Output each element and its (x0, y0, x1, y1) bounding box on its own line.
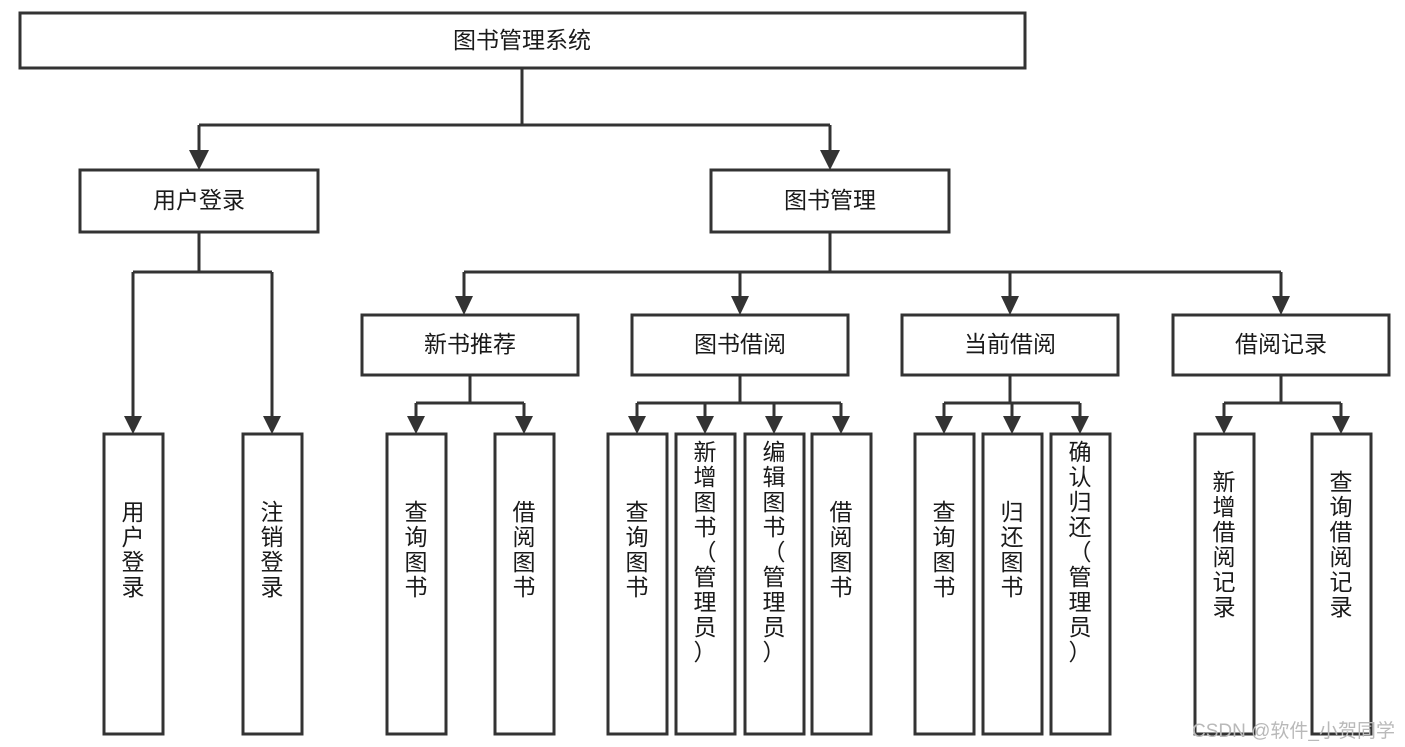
leaf-query-book-2[interactable]: 查询图书 (606, 432, 669, 736)
node-book-borrow[interactable]: 图书借阅 (630, 313, 850, 377)
leaf-user-logout[interactable]: 注销登录 (241, 432, 304, 736)
leaf-return-book[interactable]: 归还图书 (981, 432, 1044, 736)
arrowhead-leaf-borrow-book-2 (832, 416, 850, 434)
node-user-login[interactable]: 用户登录 (78, 168, 320, 234)
node-borrow-record[interactable]: 借阅记录 (1171, 313, 1391, 377)
leaf-query-book-3-label: 查询图书 (933, 499, 956, 600)
arrowhead-leaf-edit-book (765, 416, 783, 434)
node-new-book-recommend-label: 新书推荐 (424, 331, 516, 357)
node-borrow-record-label: 借阅记录 (1235, 331, 1327, 357)
leaf-user-login-label: 用户登录 (122, 499, 145, 600)
leaf-add-book[interactable]: 新增图书（管理员） (674, 432, 737, 736)
node-book-manage-label: 图书管理 (784, 187, 876, 213)
arrowhead-user-login (189, 150, 209, 170)
leaf-query-record-label: 查询借阅记录 (1330, 469, 1353, 620)
arrowhead-new-book-recommend (455, 296, 473, 315)
leaf-borrow-book-2[interactable]: 借阅图书 (810, 432, 873, 736)
node-user-login-box[interactable] (78, 168, 320, 234)
leaf-borrow-book-1[interactable]: 借阅图书 (493, 432, 556, 736)
leaf-add-record-box[interactable] (1193, 432, 1256, 736)
leaf-query-book-3-box[interactable] (913, 432, 976, 736)
leaf-query-book-2-label: 查询图书 (626, 499, 649, 600)
arrowhead-borrow-record (1272, 296, 1290, 315)
leaf-borrow-book-2-box[interactable] (810, 432, 873, 736)
node-current-borrow-box[interactable] (900, 313, 1120, 377)
leaf-query-book-3[interactable]: 查询图书 (913, 432, 976, 736)
node-book-manage-box[interactable] (709, 168, 951, 234)
leaf-add-book-box[interactable] (674, 432, 737, 736)
leaf-query-book-2-box[interactable] (606, 432, 669, 736)
node-current-borrow[interactable]: 当前借阅 (900, 313, 1120, 377)
leaf-user-logout-box[interactable] (241, 432, 304, 736)
arrowhead-book-borrow (731, 296, 749, 315)
node-book-borrow-label: 图书借阅 (694, 331, 786, 357)
edge-layer (124, 68, 1350, 434)
leaf-borrow-book-1-box[interactable] (493, 432, 556, 736)
leaf-borrow-book-2-label: 借阅图书 (830, 499, 853, 600)
csdn-watermark: CSDN @软件_小贺同学 (1192, 720, 1395, 742)
leaf-add-record-label: 新增借阅记录 (1213, 469, 1236, 620)
node-new-book-recommend[interactable]: 新书推荐 (360, 313, 580, 377)
leaf-query-book-1-box[interactable] (385, 432, 448, 736)
leaf-add-record[interactable]: 新增借阅记录 (1193, 432, 1256, 736)
node-root[interactable]: 图书管理系统 (18, 11, 1027, 70)
arrowhead-leaf-user-login (124, 416, 142, 434)
arrowhead-leaf-user-logout (263, 416, 281, 434)
node-book-borrow-box[interactable] (630, 313, 850, 377)
node-borrow-record-box[interactable] (1171, 313, 1391, 377)
arrowhead-leaf-query-book-2 (628, 416, 646, 434)
leaf-edit-book-box[interactable] (743, 432, 806, 736)
arrowhead-current-borrow (1001, 296, 1019, 315)
leaf-return-book-label: 归还图书 (1001, 499, 1024, 600)
arrowhead-leaf-add-book (696, 416, 714, 434)
leaf-edit-book-label: 编辑图书（管理员） (763, 439, 786, 665)
node-book-manage[interactable]: 图书管理 (709, 168, 951, 234)
node-root-label: 图书管理系统 (453, 27, 591, 53)
leaf-query-book-1[interactable]: 查询图书 (385, 432, 448, 736)
arrowhead-leaf-add-record (1215, 416, 1233, 434)
leaf-query-record-box[interactable] (1310, 432, 1373, 736)
node-current-borrow-label: 当前借阅 (964, 331, 1056, 357)
leaf-user-login-box[interactable] (102, 432, 165, 736)
leaf-edit-book[interactable]: 编辑图书（管理员） (743, 432, 806, 736)
arrowhead-leaf-confirm-return (1071, 416, 1089, 434)
arrowhead-book-manage (820, 150, 840, 170)
leaf-confirm-return-label: 确认归还（管理员） (1069, 439, 1092, 665)
leaf-borrow-book-1-label: 借阅图书 (513, 499, 536, 600)
arrowhead-leaf-borrow-book-1 (515, 416, 533, 434)
leaf-confirm-return-box[interactable] (1049, 432, 1112, 736)
leaf-query-book-1-label: 查询图书 (405, 499, 428, 600)
leaf-add-book-label: 新增图书（管理员） (694, 439, 717, 665)
leaf-return-book-box[interactable] (981, 432, 1044, 736)
leaf-query-record[interactable]: 查询借阅记录 (1310, 432, 1373, 736)
node-new-book-recommend-box[interactable] (360, 313, 580, 377)
leaf-user-login[interactable]: 用户登录 (102, 432, 165, 736)
arrowhead-leaf-query-record (1332, 416, 1350, 434)
arrowhead-leaf-return-book (1003, 416, 1021, 434)
node-root-box[interactable] (18, 11, 1027, 70)
arrowhead-leaf-query-book-3 (935, 416, 953, 434)
node-user-login-label: 用户登录 (153, 187, 245, 213)
leaf-user-logout-label: 注销登录 (261, 499, 284, 600)
leaf-confirm-return[interactable]: 确认归还（管理员） (1049, 432, 1112, 736)
arrowhead-leaf-query-book-1 (407, 416, 425, 434)
